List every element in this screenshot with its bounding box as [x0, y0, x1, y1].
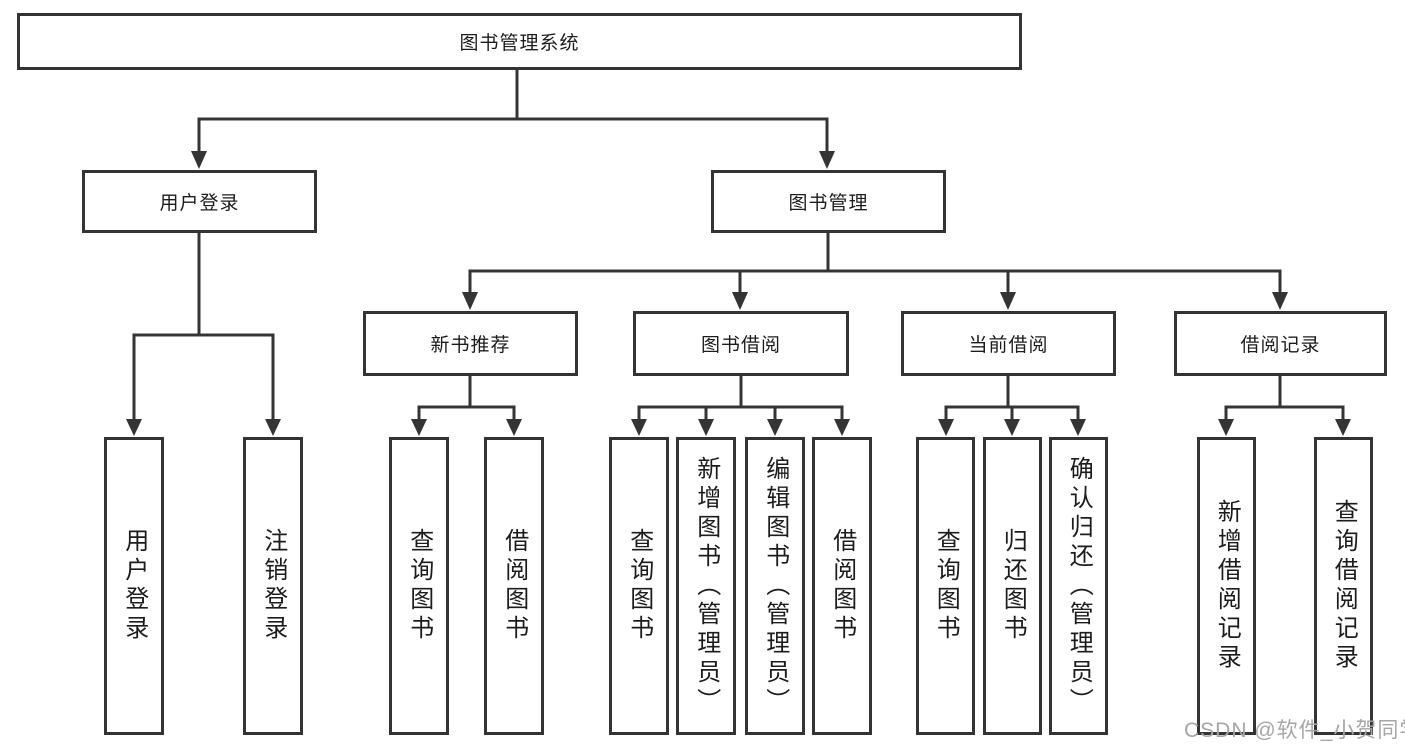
- node-label: 用户登录: [120, 528, 148, 644]
- node-label: 借阅记录: [1240, 335, 1321, 356]
- node-label: 查询借阅记录: [1330, 499, 1358, 673]
- node-label: 新增借阅记录: [1213, 499, 1241, 673]
- node-book-borrowing: 图书借阅: [633, 311, 849, 376]
- node-label: 图书管理: [788, 193, 869, 214]
- node-user-login-leaf: 用户登录: [104, 437, 164, 735]
- node-label: 归还图书: [999, 528, 1027, 644]
- node-add-borrow-record: 新增借阅记录: [1197, 437, 1256, 735]
- node-borrow-books-recommend: 借阅图书: [484, 437, 544, 735]
- node-book-management: 图书管理: [711, 170, 946, 233]
- node-new-book-recommend: 新书推荐: [363, 311, 578, 376]
- node-edit-books-admin: 编辑图书（管理员）: [745, 437, 805, 735]
- node-label: 注销登录: [259, 528, 287, 644]
- node-label: 借阅图书: [500, 528, 528, 644]
- node-query-books-borrowing: 查询图书: [609, 437, 669, 735]
- node-label: 确认归还（管理员）: [1065, 455, 1093, 717]
- node-user-login: 用户登录: [82, 170, 317, 233]
- node-library-system: 图书管理系统: [17, 13, 1022, 70]
- node-label: 查询图书: [932, 528, 960, 644]
- node-borrowing-records: 借阅记录: [1174, 311, 1387, 376]
- node-label: 当前借阅: [968, 335, 1049, 356]
- node-label: 编辑图书（管理员）: [761, 455, 789, 717]
- node-label: 图书借阅: [700, 335, 781, 356]
- node-label: 借阅图书: [828, 528, 856, 644]
- node-return-books: 归还图书: [983, 437, 1042, 735]
- node-add-books-admin: 新增图书（管理员）: [676, 437, 736, 735]
- node-current-borrowing: 当前借阅: [901, 311, 1116, 376]
- node-label: 图书管理系统: [459, 33, 580, 54]
- node-query-borrow-record: 查询借阅记录: [1314, 437, 1373, 735]
- node-query-books-current: 查询图书: [916, 437, 975, 735]
- csdn-watermark: CSDN @软件_小贺同学: [1184, 719, 1405, 742]
- node-confirm-return-admin: 确认归还（管理员）: [1049, 437, 1108, 735]
- node-label: 查询图书: [405, 528, 433, 644]
- node-label: 新书推荐: [430, 335, 511, 356]
- node-borrow-books-borrowing: 借阅图书: [812, 437, 872, 735]
- node-logout: 注销登录: [243, 437, 303, 735]
- node-query-books-recommend: 查询图书: [389, 437, 449, 735]
- node-label: 用户登录: [159, 193, 240, 214]
- node-label: 查询图书: [625, 528, 653, 644]
- node-label: 新增图书（管理员）: [692, 455, 720, 717]
